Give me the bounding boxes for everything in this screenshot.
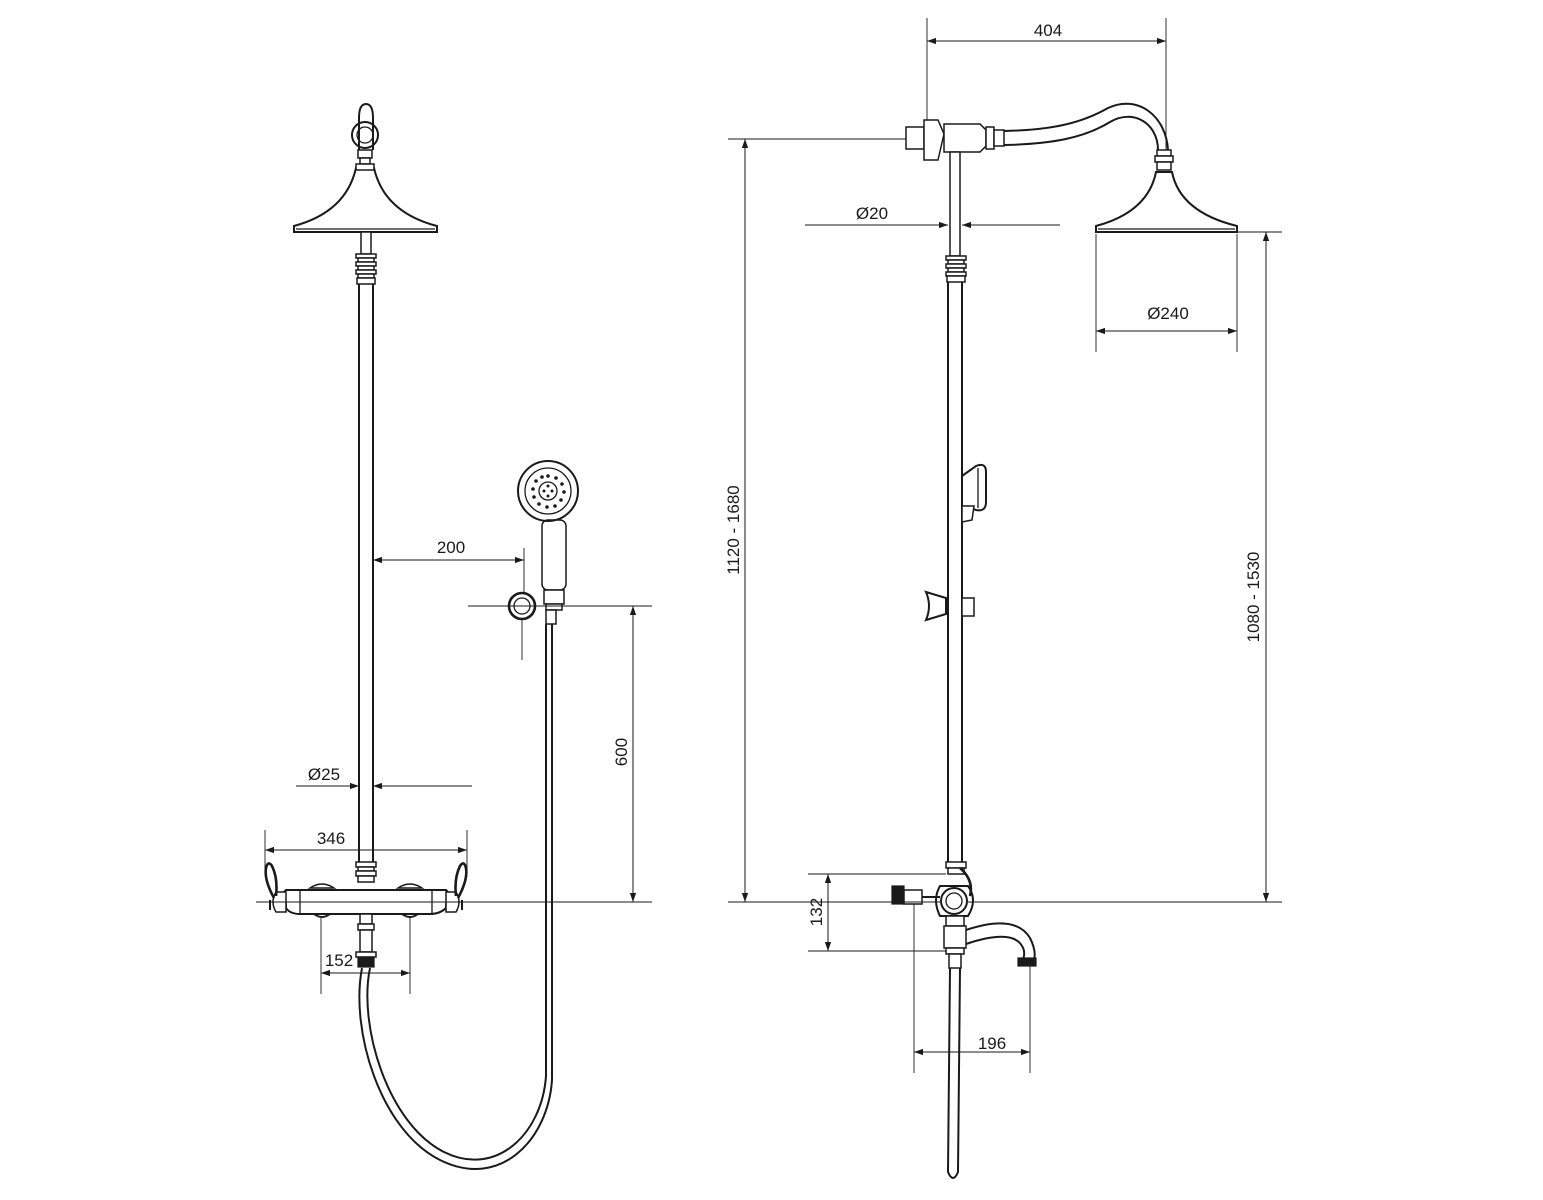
- spray-nozzles: [531, 474, 566, 509]
- dim-196: 196: [913, 904, 1031, 1073]
- dim-label-dia-240: Ø240: [1147, 304, 1189, 323]
- dim-label-dia-25: Ø25: [308, 765, 340, 784]
- dim-label-600: 600: [612, 738, 631, 766]
- front-hand-shower: [517, 460, 579, 625]
- front-mixer-body: [272, 883, 460, 918]
- side-riser-pipe: [945, 151, 967, 875]
- side-rain-shower-head: [1095, 171, 1238, 233]
- dim-152: 152: [320, 918, 411, 994]
- dim-346: 346: [264, 829, 468, 870]
- front-hose-outlet: [355, 913, 377, 968]
- side-bath-spout: [965, 922, 1037, 967]
- dim-dia-25: Ø25: [296, 765, 472, 790]
- dim-132: 132: [807, 873, 946, 952]
- dim-label-1080-1530: 1080 - 1530: [1244, 552, 1263, 643]
- front-wall-bracket: [351, 102, 379, 165]
- dim-label-404: 404: [1034, 21, 1062, 40]
- dim-label-196: 196: [978, 1034, 1006, 1053]
- dim-dia-240: Ø240: [1095, 234, 1238, 352]
- side-diverter-knob: [891, 885, 940, 905]
- side-slide-holder: [924, 590, 975, 622]
- dim-200: 200: [373, 538, 525, 592]
- front-shower-hose: [358, 624, 553, 1170]
- side-mixer-body: [935, 867, 974, 955]
- dim-label-152: 152: [325, 951, 353, 970]
- front-riser-pipe: [355, 231, 377, 883]
- side-shower-hose: [946, 953, 962, 1179]
- dim-label-200: 200: [437, 538, 465, 557]
- front-view: [264, 102, 580, 1170]
- dimensions: 404 Ø20 Ø240 1120 - 1680 1080 - 1530: [256, 18, 1282, 1073]
- dim-dia-20: Ø20: [805, 204, 1060, 229]
- dim-label-346: 346: [317, 829, 345, 848]
- front-slide-holder: [468, 591, 580, 660]
- front-rain-shower-head: [293, 163, 438, 233]
- side-wall-flange: [905, 119, 1005, 161]
- dim-1120-1680: 1120 - 1680: [724, 138, 940, 903]
- dim-label-132: 132: [807, 898, 826, 926]
- dim-label-1120-1680: 1120 - 1680: [724, 485, 743, 574]
- dim-label-dia-20: Ø20: [856, 204, 888, 223]
- side-view: [891, 102, 1238, 1179]
- dim-1080-1530: 1080 - 1530: [968, 231, 1282, 903]
- side-hand-shower: [961, 463, 987, 523]
- dim-404: 404: [926, 18, 1167, 150]
- dim-600: 600: [580, 605, 652, 902]
- side-shower-arm: [1003, 102, 1174, 171]
